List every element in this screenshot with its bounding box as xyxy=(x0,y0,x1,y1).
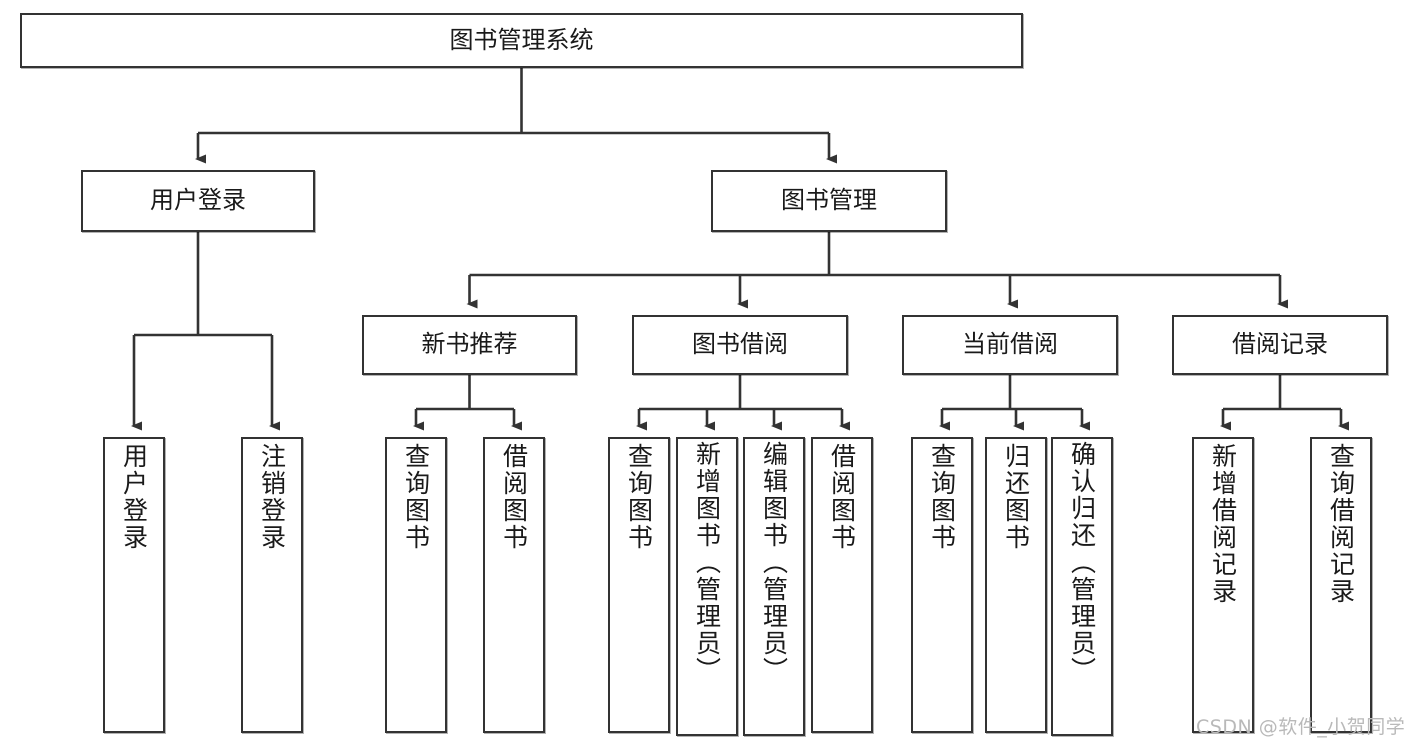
node-label: 注销登录 xyxy=(257,443,287,551)
node-leaf-confirm-return: 确认归还（管理员） xyxy=(1051,437,1113,736)
node-label: 用户登录 xyxy=(150,186,246,215)
node-label: 图书管理系统 xyxy=(449,25,594,54)
node-label: 归还图书 xyxy=(1001,443,1031,551)
node-user-login: 用户登录 xyxy=(81,170,315,232)
node-label: 查询图书 xyxy=(927,443,957,551)
node-leaf-query-book-1: 查询图书 xyxy=(385,437,447,733)
node-label: 新增图书（管理员） xyxy=(692,441,722,684)
node-leaf-query-book-2: 查询图书 xyxy=(608,437,670,733)
node-label: 借阅图书 xyxy=(499,443,529,551)
node-label: 用户登录 xyxy=(119,443,149,551)
node-label: 编辑图书（管理员） xyxy=(759,441,789,684)
node-label: 确认归还（管理员） xyxy=(1067,441,1097,684)
node-label: 图书管理 xyxy=(781,186,877,215)
node-label: 图书借阅 xyxy=(692,330,788,359)
node-leaf-query-book-3: 查询图书 xyxy=(911,437,973,733)
node-leaf-logout: 注销登录 xyxy=(241,437,303,733)
node-leaf-add-borrow-record: 新增借阅记录 xyxy=(1192,437,1254,733)
node-leaf-query-borrow-record: 查询借阅记录 xyxy=(1310,437,1372,733)
node-book-borrow: 图书借阅 xyxy=(632,315,848,375)
node-book-management: 图书管理 xyxy=(711,170,947,232)
node-leaf-user-login: 用户登录 xyxy=(103,437,165,733)
node-label: 借阅记录 xyxy=(1232,330,1328,359)
node-leaf-borrow-book-1: 借阅图书 xyxy=(483,437,545,733)
node-new-book-recommend: 新书推荐 xyxy=(362,315,577,375)
watermark: CSDN @软件_小贺同学 xyxy=(1196,716,1405,738)
node-leaf-edit-book: 编辑图书（管理员） xyxy=(743,437,805,736)
node-label: 查询图书 xyxy=(624,443,654,551)
node-label: 查询图书 xyxy=(401,443,431,551)
node-label: 当前借阅 xyxy=(962,330,1058,359)
node-borrow-record: 借阅记录 xyxy=(1172,315,1388,375)
node-leaf-return-book: 归还图书 xyxy=(985,437,1047,733)
node-label: 新书推荐 xyxy=(421,330,518,359)
node-label: 查询借阅记录 xyxy=(1326,443,1356,605)
node-current-borrow: 当前借阅 xyxy=(902,315,1118,375)
node-leaf-add-book: 新增图书（管理员） xyxy=(676,437,738,736)
node-label: 新增借阅记录 xyxy=(1208,443,1238,605)
node-label: 借阅图书 xyxy=(827,443,857,551)
node-leaf-borrow-book-2: 借阅图书 xyxy=(811,437,873,733)
node-root: 图书管理系统 xyxy=(20,13,1023,68)
